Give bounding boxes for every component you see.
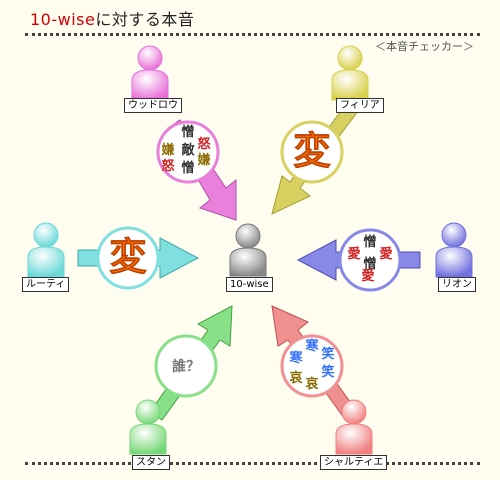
person-label-woodrow: ウッドロウ [124,98,182,113]
emotion-woodrow-0: 嫌 [160,142,174,158]
bottom-divider [25,462,480,465]
person-icon-shaltier [335,399,373,455]
emotion-woodrow-2: 怒 [197,136,210,152]
person-icon-ruti [27,222,65,278]
person-icon-woodrow [131,45,169,101]
emotion-rion-3: 憎 [363,256,376,272]
emotion-rion-1: 愛 [347,246,360,262]
emotion-shaltier-1: 寒 [288,350,303,366]
emotion-circle-shaltier [280,334,344,398]
person-label-ruti: ルーティ [22,277,70,292]
title-highlight: 10-wise [30,10,96,29]
title-rest: に対する本音 [95,10,195,29]
emotion-circle-rion [338,228,402,292]
person-label-filia: フィリア [336,98,384,113]
center-person-icon [229,223,267,277]
page-title: 10-wiseに対する本音 [30,6,194,30]
emotion-rion-0: 憎 [363,234,376,250]
emotion-ruti-0: 変 [109,235,147,279]
person-label-rion: リオン [438,277,476,292]
person-icon-filia [331,45,369,101]
emotion-shaltier-4: 笑 [321,364,334,380]
emotion-circle-woodrow [156,120,220,184]
emotion-shaltier-5: 哀 [305,376,319,392]
emotion-filia-0: 変 [293,129,331,173]
top-divider [25,33,480,36]
checker-label: ＜本音チェッカー＞ [375,40,474,53]
emotion-circle-ruti [96,226,160,290]
emotion-woodrow-6: 憎 [181,160,194,176]
emotion-woodrow-4: 怒 [161,158,174,174]
emotion-woodrow-5: 嫌 [196,152,210,168]
person-icon-stan [129,399,167,455]
emotion-circle-stan [154,334,218,398]
emotion-stan-0: 誰？ [172,358,200,375]
emotion-shaltier-3: 哀 [289,370,303,386]
emotion-circle-filia [280,120,344,184]
emotion-woodrow-3: 敵 [181,142,195,158]
emotion-rion-2: 愛 [379,246,392,262]
center-name-label: 10-wise [226,277,273,292]
emotion-shaltier-2: 笑 [321,346,334,362]
emotion-woodrow-1: 憎 [181,124,194,140]
emotion-shaltier-0: 寒 [304,338,319,354]
emotion-rion-4: 愛 [361,268,374,284]
person-label-stan: スタン [132,455,170,470]
person-label-shaltier: シャルティエ [320,455,388,470]
person-icon-rion [435,222,473,278]
